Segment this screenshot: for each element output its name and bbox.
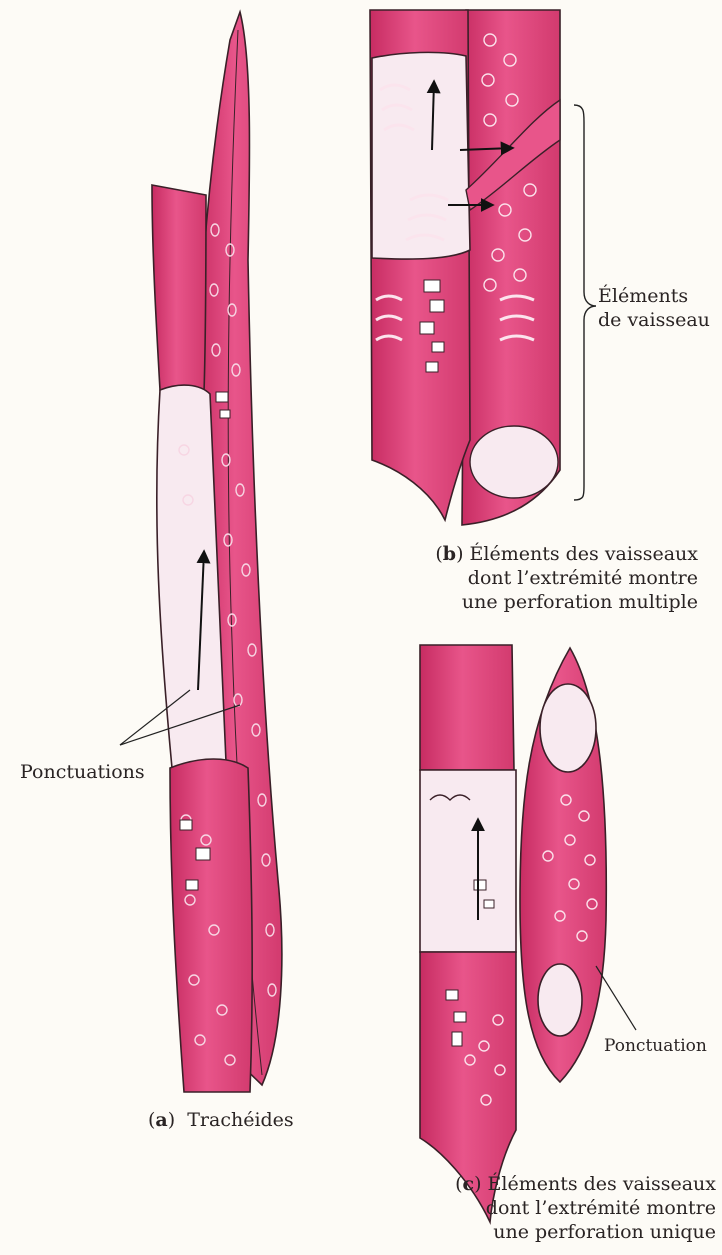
vessel-b-group [370, 10, 596, 525]
caption-b: (b) Éléments des vaisseaux dont l’extrém… [368, 542, 698, 614]
vessel-b-bottom-pit [470, 426, 558, 498]
vessel-c-top [420, 645, 514, 770]
caption-c-line: Éléments des vaisseaux [488, 1173, 716, 1195]
pit-large [540, 684, 596, 772]
bracket [574, 105, 596, 500]
caption-c: (c) Éléments des vaisseaux dont l’extrém… [400, 1172, 716, 1244]
caption-b-line: une perforation multiple [368, 590, 698, 614]
pointer-line [596, 966, 636, 1030]
caption-a-letter: a [155, 1109, 167, 1131]
label-ponctuations: Ponctuations [20, 760, 145, 784]
caption-b-line: dont l’extrémité montre [368, 566, 698, 590]
caption-c-line: dont l’extrémité montre [400, 1196, 716, 1220]
pit-large [538, 964, 582, 1036]
bracket-label: Éléments de vaisseau [598, 284, 710, 332]
caption-a-text: Trachéides [187, 1109, 293, 1131]
caption-b-line: Éléments des vaisseaux [470, 543, 698, 565]
caption-c-letter: c [462, 1173, 474, 1195]
bracket-label-line: Éléments [598, 284, 710, 308]
caption-b-letter: b [443, 543, 456, 565]
bracket-label-line: de vaisseau [598, 308, 710, 332]
tracheid-upper-left [152, 185, 206, 392]
label-ponctuation: Ponctuation [604, 1034, 707, 1058]
vessel-c-group [420, 645, 636, 1222]
tracheid-group [120, 12, 282, 1092]
vessel-b-lumen [372, 52, 470, 259]
caption-a: (a) Trachéides [148, 1108, 294, 1132]
caption-c-line: une perforation unique [400, 1220, 716, 1244]
